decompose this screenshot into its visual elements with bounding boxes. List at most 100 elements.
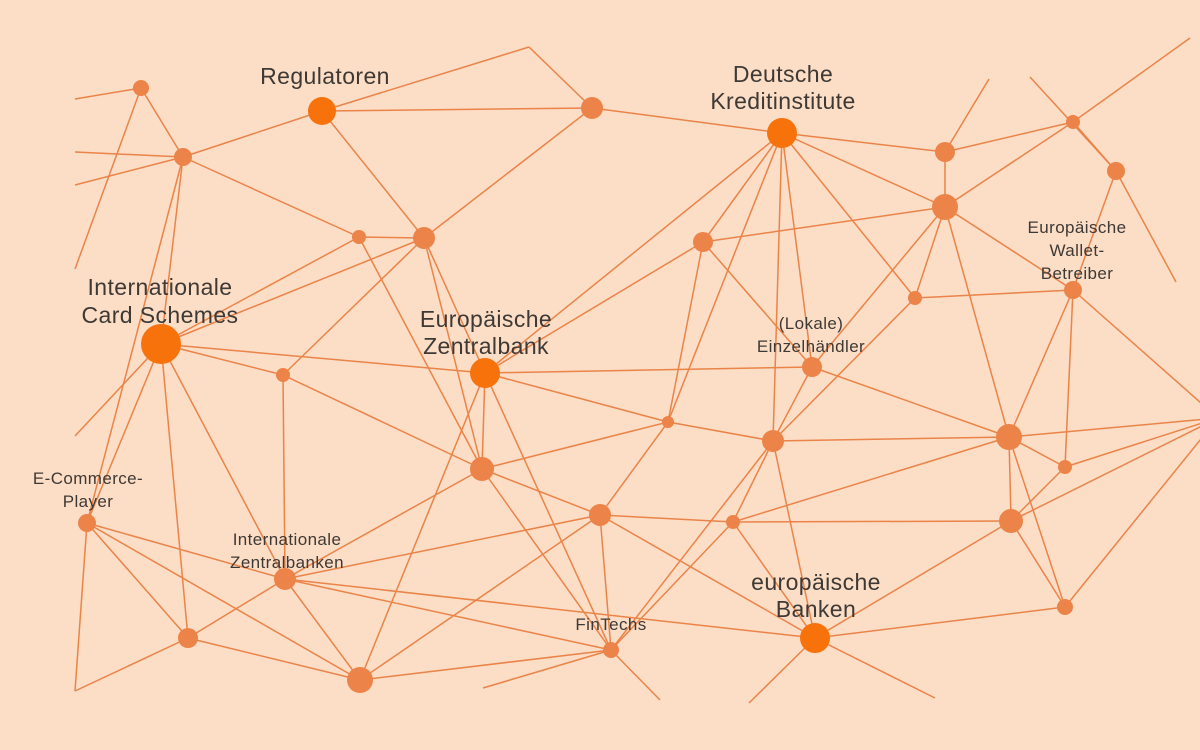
edge-dk-le: [781, 132, 813, 368]
edge-a10-a15: [944, 206, 1010, 438]
edge-eb-a22: [814, 606, 1066, 639]
node-label-line: Betreiber: [1041, 264, 1114, 283]
edge-stub-a1-0: [74, 87, 142, 100]
edge-stub-eb-18: [748, 637, 816, 704]
edge-a2-ics: [160, 156, 184, 345]
edge-r-a4: [321, 110, 425, 239]
edge-dk-a10: [781, 132, 946, 208]
edge-stub-r-7: [321, 46, 530, 112]
edge-stub-wb-13: [1072, 289, 1200, 404]
edge-stub-a7-9: [944, 78, 990, 153]
edge-a1-a2: [140, 87, 184, 158]
edge-a3-a4: [423, 107, 593, 239]
node-eb: [800, 623, 830, 653]
edge-a14-a17: [481, 468, 601, 516]
edge-a8-a10: [944, 121, 1074, 208]
edge-dk-a23: [702, 132, 783, 243]
node-a2: [174, 148, 192, 166]
edge-ezb-a14: [481, 372, 486, 470]
node-a11: [908, 291, 922, 305]
node-a13: [762, 430, 784, 452]
node-a5: [352, 230, 366, 244]
edge-iz-a17: [284, 514, 601, 580]
edge-a6-a14: [282, 374, 483, 470]
edge-a12-a17: [599, 421, 669, 516]
edge-a10-le: [811, 206, 946, 368]
node-label-line: Zentralbank: [423, 333, 549, 359]
edge-stub-a22-17: [1064, 439, 1200, 608]
edge-dk-a11: [781, 132, 916, 299]
edge-a3-dk: [591, 107, 783, 134]
edge-le-a13: [772, 366, 813, 442]
node-label-line: Internationale: [233, 530, 342, 549]
edge-le-ezb: [484, 366, 813, 374]
stubs-layer: [74, 37, 1200, 704]
edge-stub-a15-14: [1008, 418, 1200, 438]
edge-stub-a9-12: [1115, 170, 1177, 283]
node-label-line: Internationale: [88, 274, 233, 300]
edge-ics-a6: [160, 343, 284, 376]
edge-a4-a6: [282, 237, 425, 376]
edge-r-a2: [182, 110, 323, 158]
node-label-le: (Lokale)Einzelhändler: [757, 314, 865, 356]
node-a12: [662, 416, 674, 428]
edge-a13-ft: [610, 440, 774, 651]
edge-ics-a5: [160, 236, 360, 345]
edge-ec-a20: [86, 522, 361, 681]
edge-a23-a12: [667, 241, 704, 423]
edge-le-a15: [811, 366, 1010, 438]
edge-a20-a17: [359, 514, 601, 681]
edge-a21-a22: [1010, 520, 1066, 608]
node-label-line: europäische: [751, 569, 881, 595]
edge-a4-ezb: [423, 237, 486, 374]
edge-a13-eb: [772, 440, 816, 639]
node-label-line: (Lokale): [779, 314, 844, 333]
edge-ec-iz: [86, 522, 286, 580]
edge-wb-a11: [914, 289, 1074, 299]
edge-a23-le: [702, 241, 813, 368]
edge-iz-ft: [284, 578, 612, 651]
edge-a14-iz: [284, 468, 483, 580]
edge-ics-a19: [160, 343, 189, 639]
node-a7: [935, 142, 955, 162]
edge-a23-ezb: [484, 241, 704, 374]
edge-stub-a1-1: [74, 87, 142, 270]
edge-a6-iz: [282, 374, 286, 580]
node-ics: [141, 324, 181, 364]
edge-a11-a13: [772, 297, 916, 442]
node-a22: [1057, 599, 1073, 615]
node-label-line: Player: [63, 492, 114, 511]
node-iz: [274, 568, 296, 590]
node-label-r: Regulatoren: [260, 63, 390, 89]
node-label-line: Europäische: [1028, 218, 1127, 237]
edge-ics-ezb: [160, 343, 486, 374]
edge-ezb-a20: [359, 372, 486, 681]
node-label-line: Card Schemes: [82, 302, 239, 328]
edge-iz-eb: [284, 578, 816, 639]
edge-a10-wb: [944, 206, 1074, 291]
node-ft: [603, 642, 619, 658]
edge-a18-ft: [610, 521, 734, 651]
edge-dk-a13: [772, 132, 783, 442]
edge-a17-eb: [599, 514, 816, 639]
edge-stub-a16-15: [1064, 422, 1200, 468]
edge-a7-a8: [944, 121, 1074, 153]
edge-stub-ft-21: [610, 649, 661, 701]
node-r: [308, 97, 336, 125]
node-a23: [693, 232, 713, 252]
edge-a15-a22: [1008, 436, 1066, 608]
edge-stub-eb-19: [814, 637, 936, 699]
node-ezb: [470, 358, 500, 388]
edge-a18-eb: [732, 521, 816, 639]
node-a8: [1066, 115, 1080, 129]
edge-a17-ft: [599, 514, 612, 651]
edge-a10-a11: [914, 206, 946, 299]
node-label-line: Kreditinstitute: [710, 88, 855, 114]
